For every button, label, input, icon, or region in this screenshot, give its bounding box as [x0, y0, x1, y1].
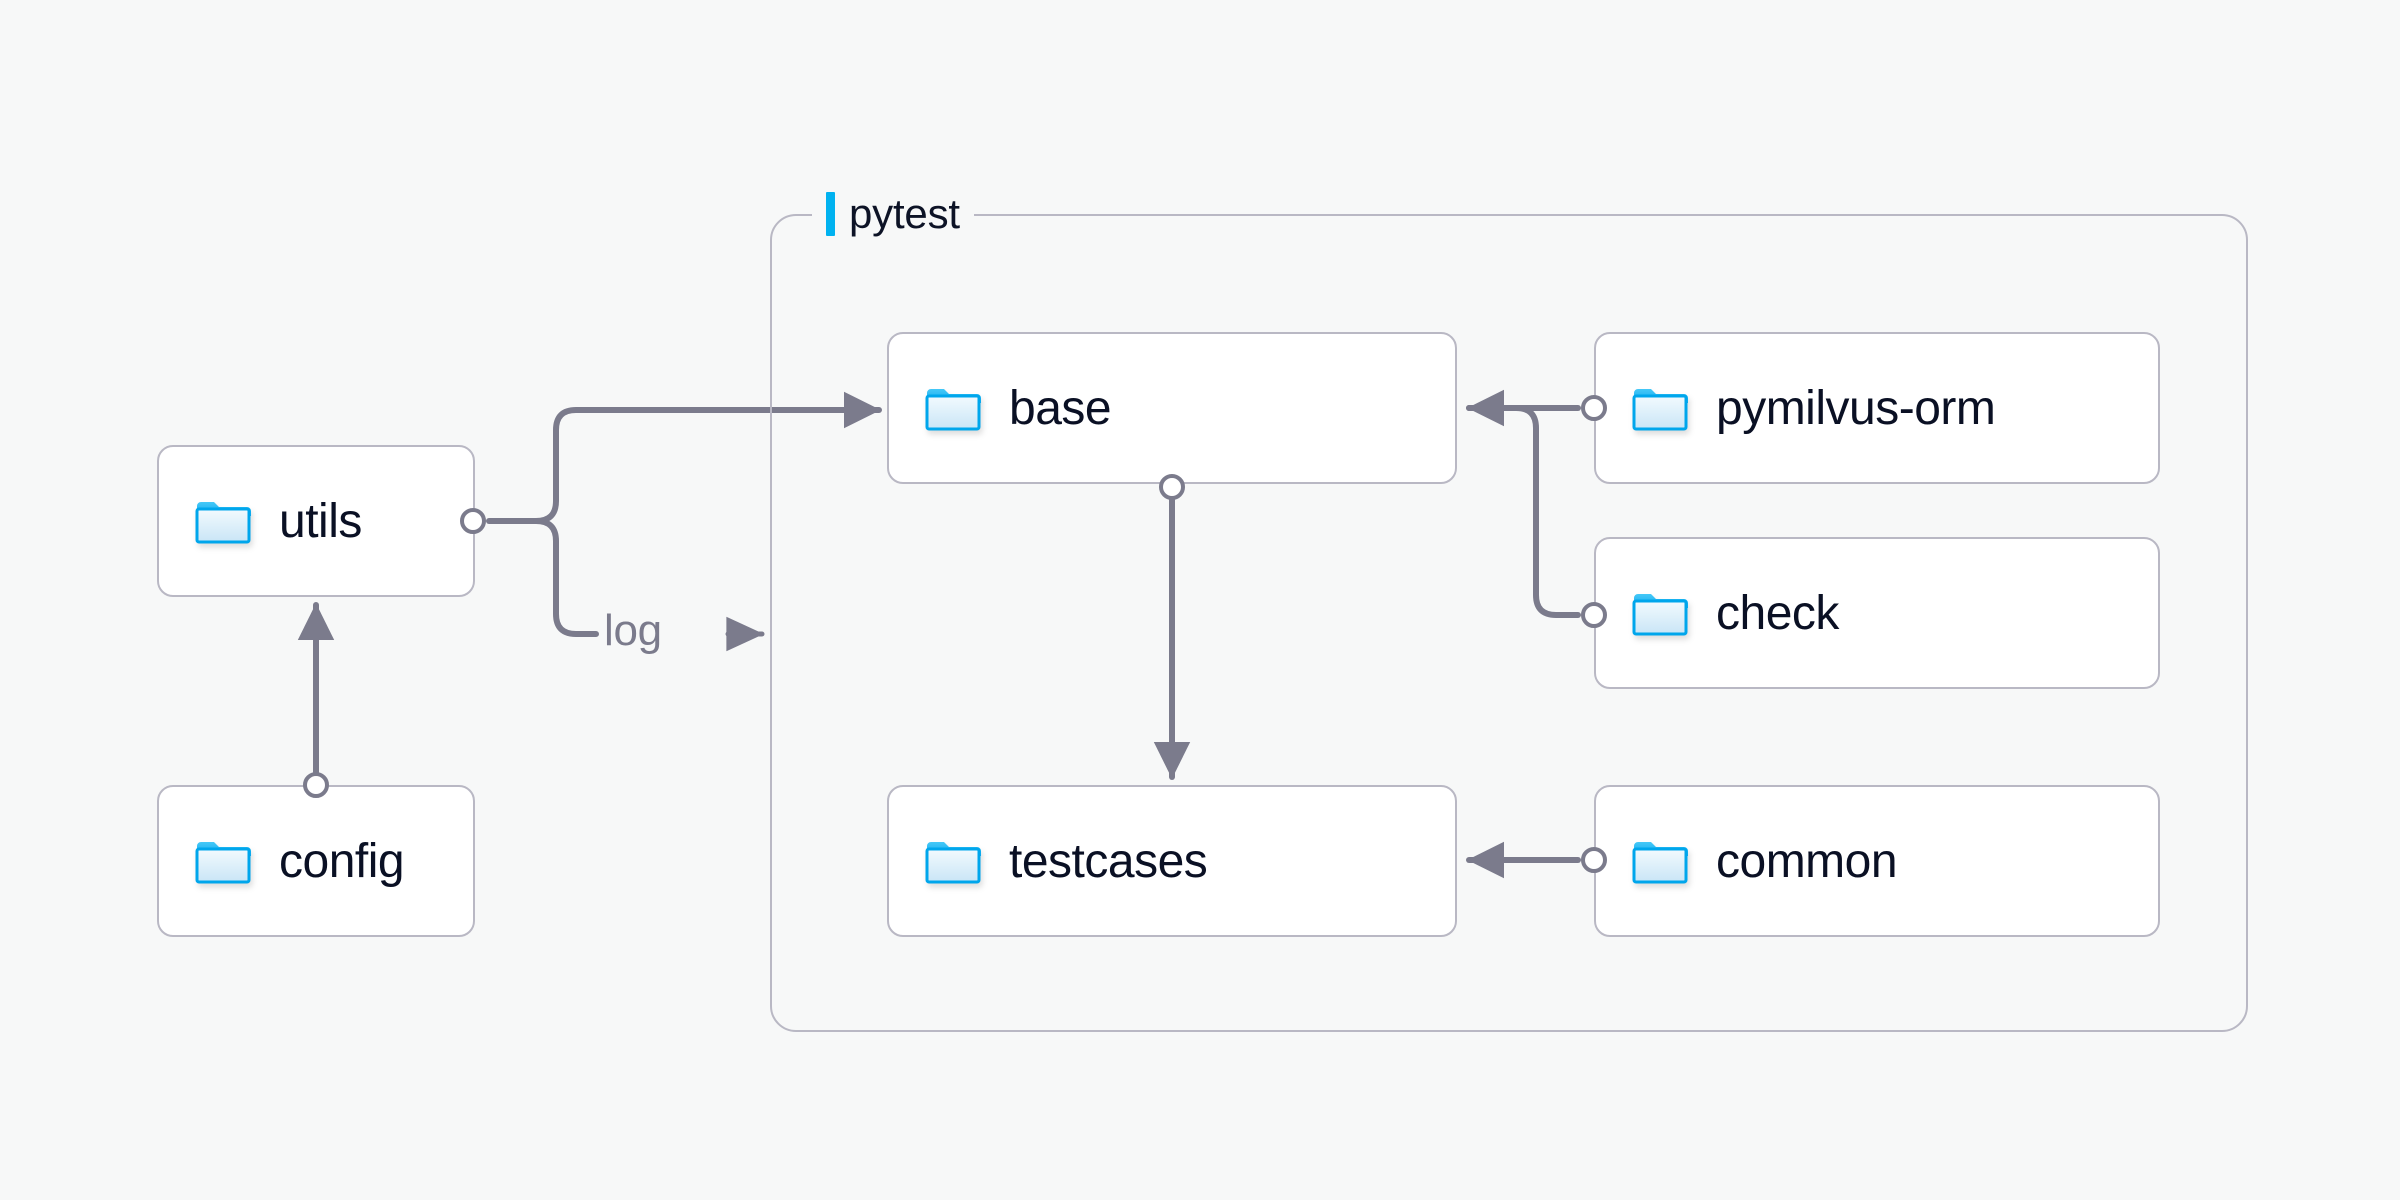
folder-icon: [925, 837, 981, 885]
connector-dot-base-bottom[interactable]: [1159, 474, 1185, 500]
node-label: pymilvus-orm: [1716, 381, 1996, 435]
edge-utils-to-log: [533, 518, 599, 637]
folder-icon: [1632, 837, 1688, 885]
folder-icon: [1632, 384, 1688, 432]
edge-label-log-text: log: [604, 606, 662, 655]
group-accent-bar: [826, 192, 835, 236]
pytest-group-container: [770, 214, 2248, 1032]
node-label: base: [1009, 381, 1112, 435]
pytest-group-label: pytest: [812, 186, 974, 242]
node-config[interactable]: config: [157, 785, 475, 937]
folder-icon: [195, 837, 251, 885]
node-label: check: [1716, 586, 1839, 640]
connector-dot-pymilvus-orm-left[interactable]: [1581, 395, 1607, 421]
node-label: common: [1716, 834, 1898, 888]
node-label: config: [279, 834, 405, 888]
node-check[interactable]: check: [1594, 537, 2160, 689]
group-label-text: pytest: [849, 190, 960, 237]
folder-icon: [925, 384, 981, 432]
edge-label-log: log: [604, 606, 662, 656]
node-testcases[interactable]: testcases: [887, 785, 1457, 937]
node-label: utils: [279, 494, 362, 548]
connector-dot-common-left[interactable]: [1581, 847, 1607, 873]
folder-icon: [1632, 589, 1688, 637]
node-common[interactable]: common: [1594, 785, 2160, 937]
connector-dot-utils-right[interactable]: [460, 508, 486, 534]
folder-icon: [195, 497, 251, 545]
node-pymilvus-orm[interactable]: pymilvus-orm: [1594, 332, 2160, 484]
connector-dot-config-top[interactable]: [303, 772, 329, 798]
connector-dot-check-left[interactable]: [1581, 602, 1607, 628]
node-base[interactable]: base: [887, 332, 1457, 484]
node-utils[interactable]: utils: [157, 445, 475, 597]
node-label: testcases: [1009, 834, 1208, 888]
